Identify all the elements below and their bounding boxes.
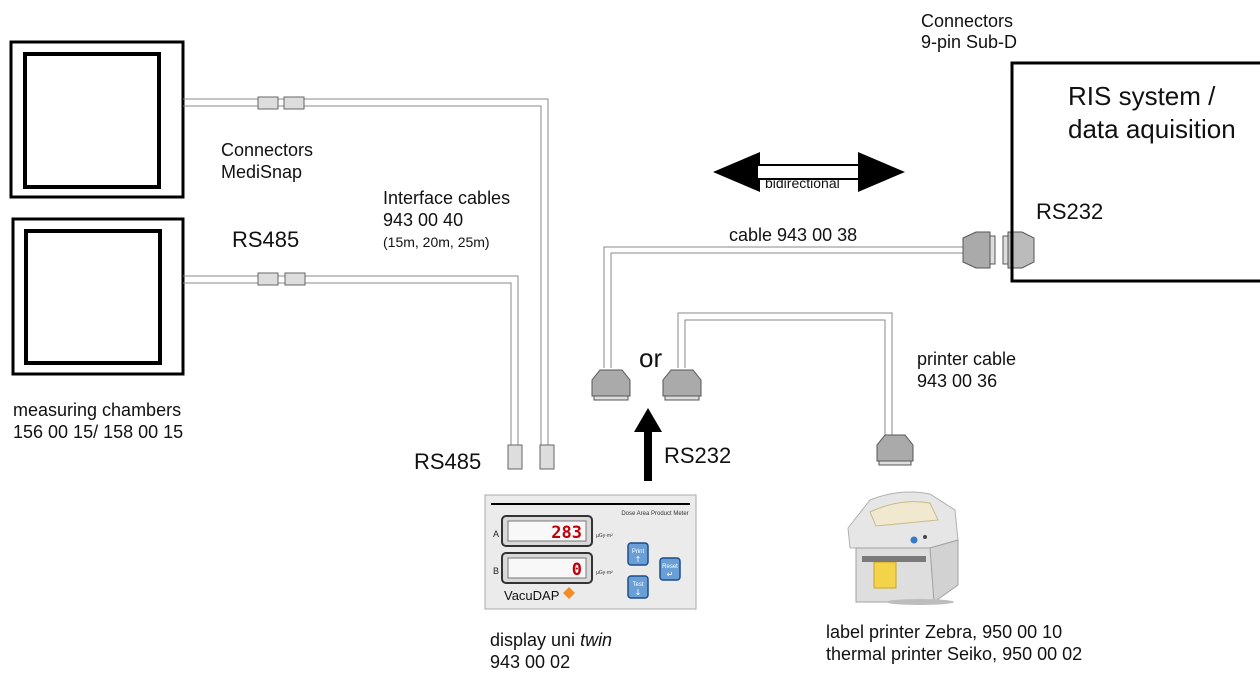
connectors-subd-label: Connectors bbox=[921, 11, 1014, 31]
db-connector bbox=[591, 369, 914, 466]
rs232-arrow bbox=[634, 408, 662, 481]
ris-subtitle: data aquisition bbox=[1068, 114, 1236, 144]
cable-938-label: cable 943 00 38 bbox=[729, 225, 858, 245]
value-a: 283 bbox=[551, 523, 582, 543]
channel-b-label: B bbox=[493, 566, 499, 576]
connectors-subd-sublabel: 9-pin Sub-D bbox=[921, 32, 1018, 52]
print-button-label: Print bbox=[632, 549, 645, 555]
brand-logo-icon bbox=[563, 587, 575, 599]
or-label: or bbox=[639, 343, 663, 373]
ris-rs232-label: RS232 bbox=[1036, 199, 1104, 224]
medisnap-sublabel: MediSnap bbox=[221, 162, 303, 182]
reset-button-label: Reset bbox=[662, 564, 678, 570]
printer-cable bbox=[677, 312, 893, 435]
enter-icon: ↵ bbox=[667, 570, 674, 579]
device-header: Dose Area Product Meter bbox=[621, 511, 688, 517]
up-arrow-icon: ↑ bbox=[635, 555, 642, 564]
label-printer-image bbox=[847, 491, 959, 605]
measuring-chambers-label: measuring chambers bbox=[13, 400, 182, 420]
subd-connector bbox=[962, 231, 1035, 269]
label-printer-label: label printer Zebra, 950 00 10 bbox=[826, 622, 1063, 642]
down-arrow-icon: ↓ bbox=[635, 588, 642, 597]
interface-cable-2 bbox=[183, 275, 519, 445]
display-number: 943 00 02 bbox=[490, 652, 571, 672]
thermal-printer-label: thermal printer Seiko, 950 00 02 bbox=[826, 644, 1083, 664]
reset-button[interactable]: Reset ↵ bbox=[659, 557, 681, 581]
medisnap-label: Connectors bbox=[221, 140, 314, 160]
channel-a-label: A bbox=[493, 529, 499, 539]
ris-system-box bbox=[1010, 61, 1260, 283]
brand-label: VacuDAP bbox=[504, 588, 559, 603]
measuring-chambers-numbers: 156 00 15/ 158 00 15 bbox=[13, 422, 184, 442]
display-label: display uni twin bbox=[490, 630, 612, 651]
rs485-plug bbox=[507, 444, 555, 470]
display-label-prefix: display uni bbox=[490, 630, 581, 650]
test-button[interactable]: Test ↓ bbox=[627, 575, 649, 599]
printer-cable-number: 943 00 36 bbox=[917, 371, 998, 391]
ris-title: RIS system / bbox=[1068, 81, 1216, 111]
interface-cables-number: 943 00 40 bbox=[383, 210, 464, 230]
rs485-display-label: RS485 bbox=[414, 449, 482, 474]
printer-cable-label: printer cable bbox=[917, 349, 1017, 369]
interface-cables-lengths: (15m, 20m, 25m) bbox=[383, 234, 490, 250]
bidirectional-arrow bbox=[713, 152, 905, 192]
measuring-chamber-2 bbox=[11, 217, 185, 376]
measuring-chamber-1 bbox=[9, 40, 185, 199]
value-b: 0 bbox=[572, 560, 582, 580]
unit-a: µGy·m² bbox=[596, 533, 613, 539]
medisnap-connector bbox=[257, 96, 306, 286]
interface-cables-label: Interface cables bbox=[383, 188, 511, 208]
rs485-chamber-label: RS485 bbox=[232, 227, 300, 252]
cable-943-00-38 bbox=[603, 246, 963, 368]
rs232-arrow-label: RS232 bbox=[664, 443, 732, 468]
test-button-label: Test bbox=[632, 582, 643, 588]
bidirectional-label: bidirectional bbox=[765, 175, 840, 191]
unit-b: µGy·m² bbox=[596, 570, 613, 576]
display-label-twin: twin bbox=[580, 630, 613, 650]
display-device: Dose Area Product Meter A 283 µGy·m² B 0… bbox=[484, 494, 697, 610]
print-button[interactable]: Print ↑ bbox=[627, 542, 649, 566]
